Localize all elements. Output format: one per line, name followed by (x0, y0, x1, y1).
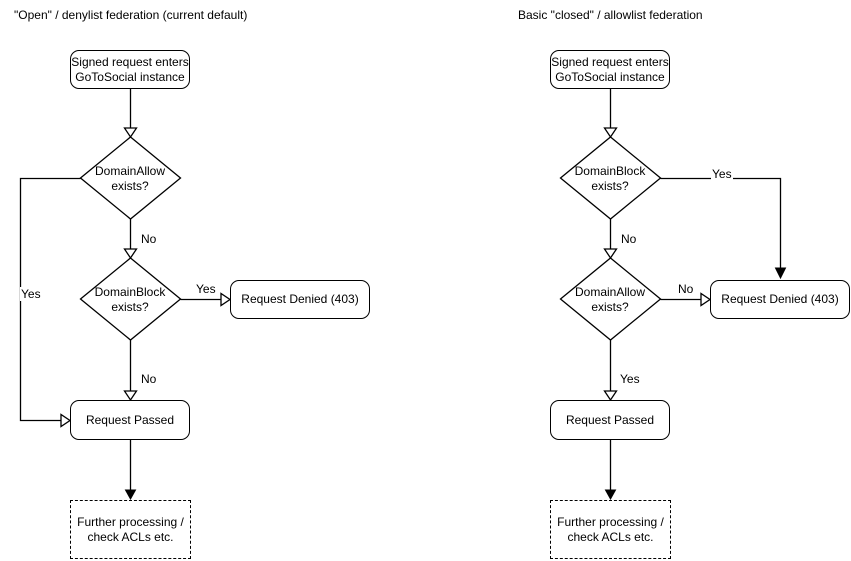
node-further-processing-open: Further processing / check ACLs etc. (70, 500, 191, 559)
node-request-denied-open: Request Denied (403) (230, 280, 370, 319)
edge-passed-to-further-closed (604, 440, 617, 501)
edge-decision1-to-decision2-open (123, 219, 138, 260)
chart-title-open: "Open" / denylist federation (current de… (14, 8, 248, 22)
node-request-passed-open: Request Passed (70, 400, 190, 440)
node-request-passed-closed: Request Passed (550, 400, 670, 440)
edge-label-yes-domainblock-open: Yes (195, 282, 217, 296)
edge-decision1-yes-to-denied-closed (660, 177, 787, 280)
edge-decision2-to-passed-open (123, 340, 138, 402)
edge-label-no-domainallow-closed: No (677, 282, 695, 296)
edge-start-to-decision1-open (123, 89, 138, 139)
edge-decision1-to-decision2-closed (603, 219, 618, 260)
diamond-domainblock-open-shape (79, 257, 182, 341)
edge-label-yes-domainallow-closed: Yes (619, 372, 641, 386)
diamond-domainallow-open-shape (79, 136, 182, 220)
edge-label-yes-domainblock-closed: Yes (711, 167, 733, 181)
node-signed-request-closed: Signed request enters GoToSocial instanc… (550, 50, 670, 89)
diamond-domainallow-closed-shape (559, 257, 662, 341)
edge-decision1-yes-to-passed-open (19, 177, 81, 428)
node-further-processing-closed: Further processing / check ACLs etc. (550, 500, 671, 559)
edge-passed-to-further-open (124, 440, 137, 501)
edge-decision2-to-passed-closed (603, 340, 618, 402)
node-request-denied-closed: Request Denied (403) (710, 280, 850, 319)
edge-decision2-to-denied-closed (660, 292, 712, 307)
edge-start-to-decision1-closed (603, 89, 618, 139)
edge-label-no-domainblock-open: No (140, 372, 158, 386)
chart-title-closed: Basic "closed" / allowlist federation (518, 8, 703, 22)
edge-label-no-domainblock-closed: No (620, 232, 638, 246)
edge-label-yes-domainallow-open: Yes (20, 287, 42, 301)
node-signed-request-open: Signed request enters GoToSocial instanc… (70, 50, 190, 89)
diamond-domainblock-closed-shape (559, 136, 662, 220)
edge-label-no-domainallow-open: No (140, 232, 158, 246)
edge-decision2-to-denied-open (180, 292, 232, 307)
